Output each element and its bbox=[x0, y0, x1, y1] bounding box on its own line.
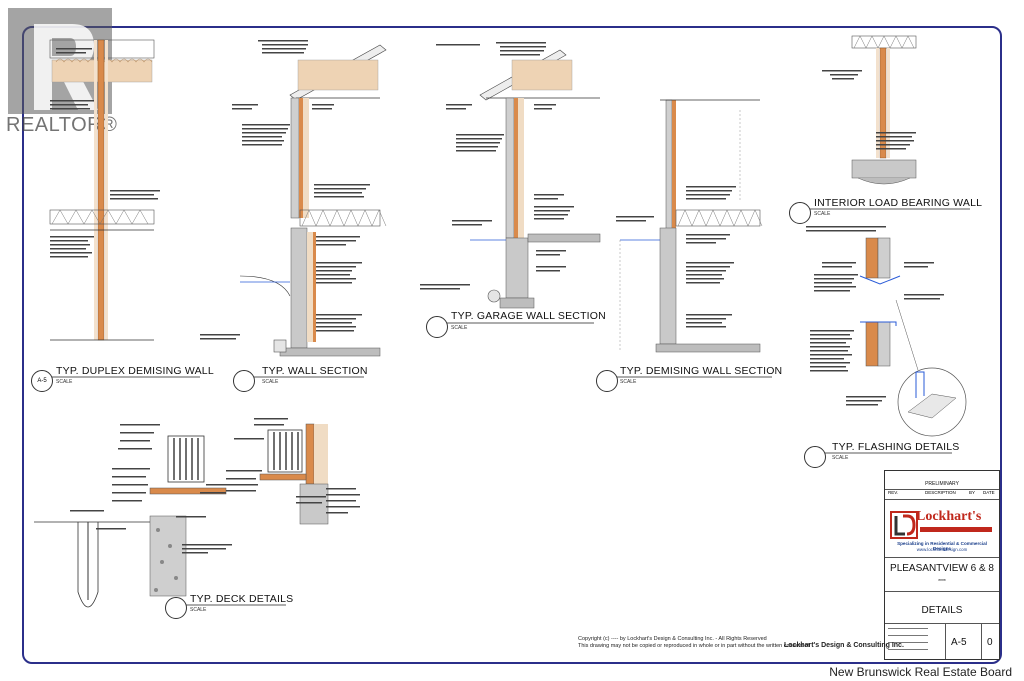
brand-bar bbox=[920, 527, 992, 532]
detail-title-demising-wall-section: TYP. DEMISING WALL SECTION bbox=[620, 365, 783, 377]
revision-number: 0 bbox=[987, 637, 993, 648]
copyright-line: Copyright (c) ---- by Lockhart's Design … bbox=[578, 636, 767, 642]
project-name: PLEASANTVIEW 6 & 8 bbox=[890, 563, 994, 574]
detail-bubble-demising bbox=[596, 370, 618, 392]
scale-label: SCALE bbox=[190, 607, 207, 613]
interior-load-bearing-wall-drawing bbox=[822, 35, 917, 185]
detail-title-wall-section: TYP. WALL SECTION bbox=[262, 365, 368, 377]
detail-title-flashing-details: TYP. FLASHING DETAILS bbox=[832, 441, 960, 453]
realtor-wordmark: REALTOR® bbox=[6, 114, 118, 136]
scale-label: SCALE bbox=[814, 211, 831, 217]
scale-label: SCALE bbox=[832, 455, 849, 461]
realtor-logo: REALTOR® bbox=[6, 6, 118, 138]
deck-details-drawing bbox=[34, 418, 360, 608]
flashing-details-drawing bbox=[806, 226, 967, 437]
detail-bubble-deck bbox=[165, 597, 187, 619]
rev-header: REV. bbox=[888, 490, 899, 495]
brand-website: www.lockhartsdesign.com bbox=[916, 547, 968, 552]
sheet-number: A-5 bbox=[951, 637, 967, 648]
by-header: BY bbox=[969, 490, 976, 495]
scale-label: SCALE bbox=[620, 379, 637, 385]
copyright-notice: This drawing may not be copied or reprod… bbox=[578, 643, 810, 649]
lockharts-ld-icon bbox=[890, 511, 918, 539]
brand-tagline: Specializing in Residential & Commercial… bbox=[897, 541, 987, 551]
detail-bubble-duplex: A-5 bbox=[31, 370, 53, 392]
detail-bubble-flashing bbox=[804, 446, 826, 468]
detail-title-garage-wall-section: TYP. GARAGE WALL SECTION bbox=[451, 310, 606, 322]
sheet-title: DETAILS bbox=[921, 605, 963, 616]
scale-label: SCALE bbox=[451, 325, 468, 331]
scale-label: SCALE bbox=[262, 379, 279, 385]
detail-title-duplex-demising-wall: TYP. DUPLEX DEMISING WALL bbox=[56, 365, 214, 377]
description-header: DESCRIPTION bbox=[925, 490, 956, 495]
scale-label: SCALE bbox=[56, 379, 73, 385]
demising-wall-section-drawing bbox=[616, 99, 763, 353]
garage-wall-section-drawing bbox=[420, 42, 601, 309]
drawn-by-fields bbox=[885, 623, 946, 659]
project-subtitle: **** bbox=[938, 579, 946, 585]
detail-bubble-interior bbox=[789, 202, 811, 224]
board-watermark: New Brunswick Real Estate Board bbox=[829, 665, 1012, 679]
copyright-company: Lockhart's Design & Consulting Inc. bbox=[784, 642, 904, 649]
lockharts-logo: Lockhart's Specializing in Residential &… bbox=[890, 509, 994, 555]
date-header: DATE bbox=[983, 490, 995, 495]
title-block: PRELIMINARY REV. DESCRIPTION BY DATE Loc… bbox=[884, 470, 1000, 660]
detail-bubble-garage bbox=[426, 316, 448, 338]
detail-title-deck-details: TYP. DECK DETAILS bbox=[190, 593, 294, 605]
revision-header-row: REV. DESCRIPTION BY DATE bbox=[885, 490, 999, 498]
status-label: PRELIMINARY bbox=[925, 481, 959, 487]
detail-title-interior-load-bearing-wall: INTERIOR LOAD BEARING WALL bbox=[814, 197, 983, 209]
wall-section-drawing bbox=[200, 40, 387, 357]
detail-bubble-wall bbox=[233, 370, 255, 392]
duplex-demising-wall-drawing bbox=[49, 39, 160, 341]
brand-name: Lockhart's bbox=[916, 509, 982, 524]
